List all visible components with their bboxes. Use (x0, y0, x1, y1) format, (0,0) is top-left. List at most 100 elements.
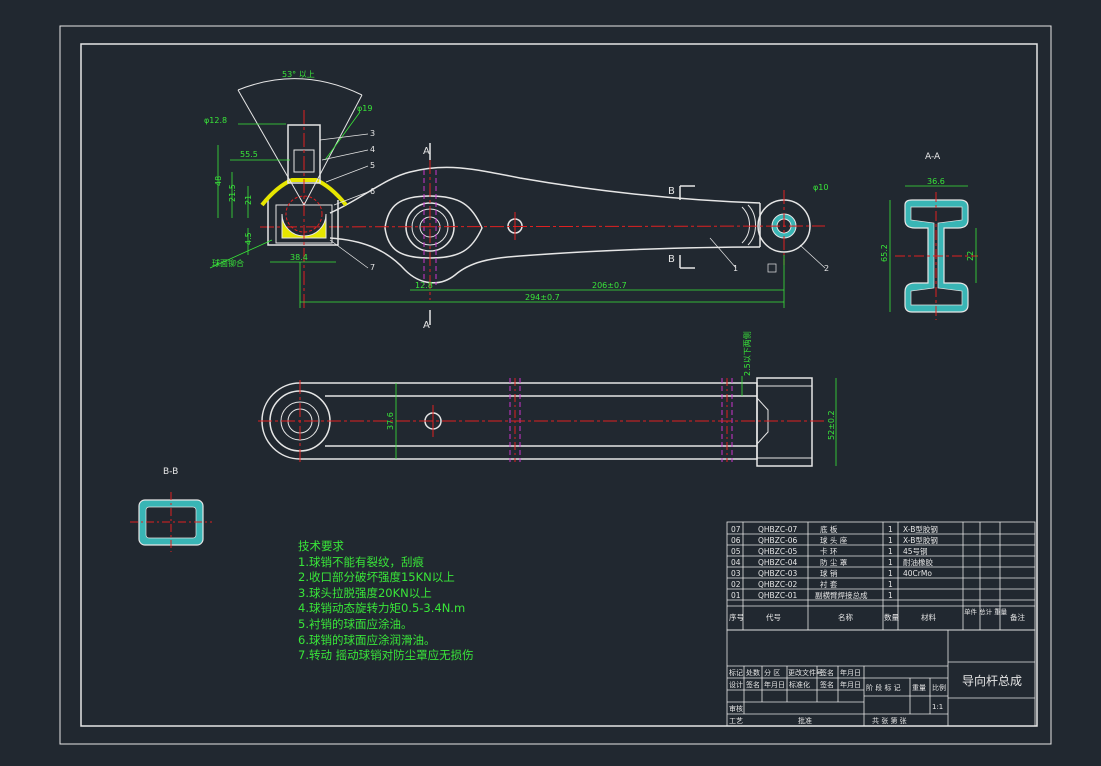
bom-material: 45号钢 (903, 546, 928, 556)
bom-name: 卡 环 (820, 546, 838, 556)
tb-process: 工艺 (729, 717, 743, 725)
leaders (319, 133, 826, 273)
tb-zone: 分 区 (764, 668, 780, 677)
section-aa: A-A 36.6 65.2 22 (880, 152, 978, 320)
bom-qty: 1 (888, 569, 893, 578)
bom-no: 05 (731, 547, 741, 556)
dim-384: 38.4 (290, 253, 308, 262)
bom-name: 衬 套 (820, 579, 838, 589)
dim-21: 21 (244, 195, 253, 205)
dim-48: 48 (214, 176, 223, 186)
bom-code: QHBZC-05 (758, 547, 798, 556)
bom-name: 副横臂焊接总成 (815, 590, 868, 600)
balloon-6: 6 (370, 187, 375, 196)
bom-table (726, 521, 1036, 631)
drawing-title: 导向杆总成 (962, 673, 1022, 688)
bom-material: X-B型胶钢 (903, 535, 938, 545)
bom-code: QHBZC-01 (758, 591, 798, 600)
tb-scale-label: 比例 (932, 683, 946, 692)
bom-material: X-B型胶钢 (903, 524, 938, 534)
bom-no: 07 (731, 525, 741, 534)
title-block-text: 标记 处数 分 区 更改文件号 签名 年月日 设计 签名 年月日 标准化 签名 … (729, 668, 1022, 725)
tb-date: 年月日 (840, 668, 861, 677)
dim-652: 65.2 (880, 244, 889, 262)
outer-frame (59, 25, 1052, 745)
bom-name: 球 销 (820, 568, 838, 578)
dim-52: 52±0.2 (827, 410, 836, 440)
bom-no: 01 (731, 591, 741, 600)
bom-name: 球 头 座 (820, 535, 848, 545)
dim-206: 206±0.7 (592, 281, 627, 290)
bom-code: QHBZC-04 (758, 558, 798, 567)
dim-phi19: φ19 (357, 104, 372, 113)
front-view: 53° 以上 (237, 70, 826, 310)
bom-no: 06 (731, 536, 741, 545)
tb-weight: 重量 (912, 684, 926, 692)
tech-item: 6.球销的球面应涂润滑油。 (298, 632, 436, 647)
view-aa-label: A-A (925, 152, 941, 162)
section-marks (429, 143, 695, 325)
bom-no: 03 (731, 569, 741, 578)
dim-555: 55.5 (240, 150, 258, 159)
inner-frame (80, 43, 1038, 727)
bom-name: 底 板 (820, 524, 838, 534)
tb-design: 设计 (729, 680, 743, 689)
tb-sign2: 签名 (746, 680, 760, 689)
sec-b-top: B (668, 186, 675, 197)
dim-phi10: φ10 (813, 183, 828, 192)
tech-item: 4.球销动态旋转力矩0.5-3.4N.m (298, 601, 466, 616)
bom-text: 07 QHBZC-07 底 板 1 X-B型胶钢 06 QHBZC-06 球 头… (729, 524, 1026, 622)
bom-header-code: 代号 (766, 612, 781, 622)
balloon-7: 7 (370, 263, 375, 272)
bom-header-note: 备注 (1010, 612, 1026, 622)
tb-sign3: 签名 (820, 680, 834, 689)
balloon-numbers: 3 4 5 6 7 1 2 (370, 129, 829, 273)
bom-qty: 1 (888, 580, 893, 589)
bom-material: 耐油橡胶 (903, 557, 933, 567)
dim-22: 22 (966, 251, 975, 261)
front-dimensions (209, 111, 785, 308)
tb-sign: 签名 (820, 668, 834, 677)
bom-material: 40CrMo (903, 569, 932, 578)
bom-qty: 1 (888, 525, 893, 534)
section-letters: A A B B (423, 146, 675, 331)
tb-date3: 年月日 (840, 680, 861, 689)
dim-366: 36.6 (927, 177, 945, 186)
bom-header-no: 序号 (729, 612, 744, 622)
tb-date2: 年月日 (764, 680, 785, 689)
balloon-1: 1 (733, 264, 738, 273)
tech-item: 7.转动 摇动球销对防尘罩应无损伤 (298, 648, 474, 663)
tech-item: 3.球头拉脱强度20KN以上 (298, 585, 432, 600)
tech-title: 技术要求 (298, 539, 344, 553)
bom-code: QHBZC-02 (758, 580, 798, 589)
dim-128: 12.8 (415, 281, 433, 290)
tb-sheets: 共 张 第 张 (872, 716, 907, 725)
tb-review: 审核 (729, 704, 743, 713)
sec-a-top: A (423, 146, 430, 157)
dim-phi12: φ12.8 (204, 116, 227, 125)
tb-mark: 标记 (729, 668, 743, 677)
bom-qty: 1 (888, 558, 893, 567)
angle-label: 53° 以上 (282, 70, 315, 79)
balloon-5: 5 (370, 161, 375, 170)
press-note: 2.5以下两侧 (742, 331, 752, 376)
bom-qty: 1 (888, 547, 893, 556)
dim-45: 4.5 (244, 232, 253, 245)
tb-scale: 1:1 (932, 703, 943, 711)
balloon-2: 2 (824, 264, 829, 273)
bom-code: QHBZC-07 (758, 525, 798, 534)
view-bb-label: B-B (163, 467, 178, 477)
title-block (726, 629, 1036, 727)
seal-note: 球面铆合 (212, 258, 244, 268)
tech-item: 2.收口部分破坏强度15KN以上 (298, 570, 455, 585)
bom-qty: 1 (888, 591, 893, 600)
tb-change-doc: 更改文件号 (788, 668, 823, 677)
bom-code: QHBZC-03 (758, 569, 798, 578)
front-dim-text: φ12.8 φ19 55.5 48 21.5 21 4.5 38.4 12.8 … (204, 104, 828, 302)
balloon-3: 3 (370, 129, 375, 138)
bom-no: 02 (731, 580, 741, 589)
tb-count: 处数 (746, 668, 760, 677)
bom-header-weight: 单件 总计 重量 (964, 607, 1008, 616)
bom-header-material: 材料 (921, 612, 936, 622)
